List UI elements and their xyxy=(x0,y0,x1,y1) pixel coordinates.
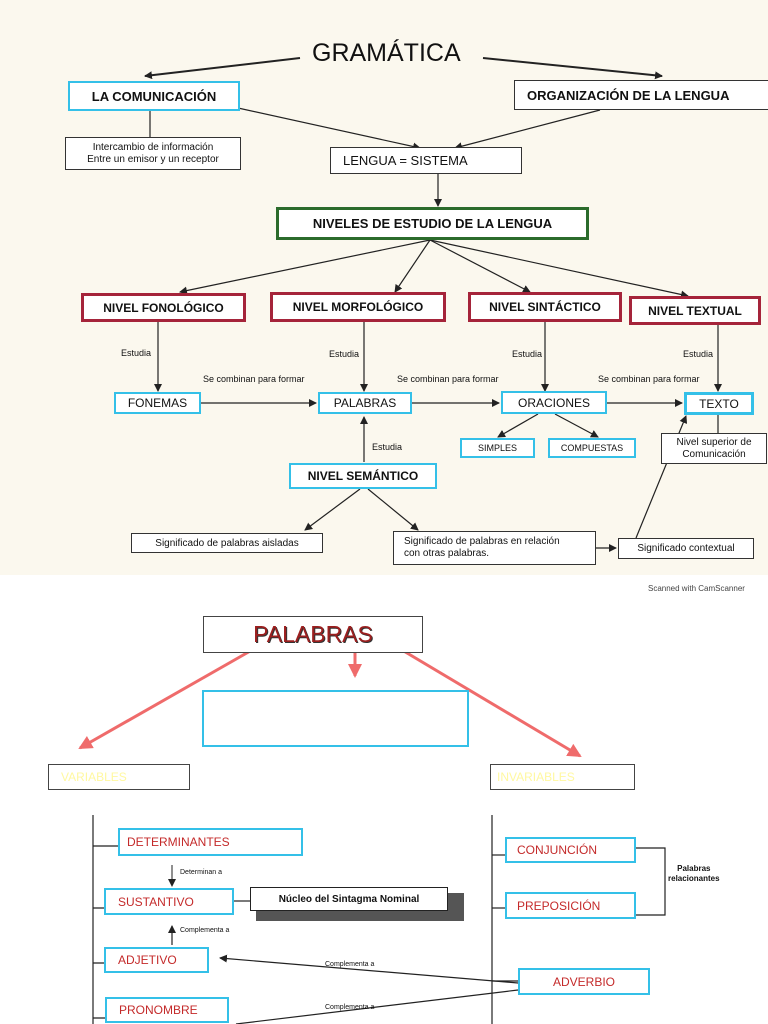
intercambio-line2: Entre un emisor y un receptor xyxy=(87,153,219,165)
preposicion-box: PREPOSICIÓN xyxy=(505,892,636,919)
nivel-fonologico-box: NIVEL FONOLÓGICO xyxy=(81,293,246,322)
palabras-relacionantes-label: Palabras relacionantes xyxy=(668,864,720,884)
organizacion-lengua-box: ORGANIZACIÓN DE LA LENGUA xyxy=(514,80,768,110)
pronombre-box: PRONOMBRE xyxy=(105,997,229,1023)
significado-relacion-box: Significado de palabras en relación con … xyxy=(393,531,596,565)
significado-relacion-line1: Significado de palabras en relación xyxy=(404,536,560,547)
lengua-sistema-box: LENGUA = SISTEMA xyxy=(330,147,522,174)
significado-contextual-box: Significado contextual xyxy=(618,538,754,559)
complementa-a-label-2: Complementa a xyxy=(325,961,375,968)
empty-cyan-box xyxy=(202,690,469,747)
niveles-estudio-box: NIVELES DE ESTUDIO DE LA LENGUA xyxy=(276,207,589,240)
nivel-superior-line2: Comunicación xyxy=(682,448,746,460)
palabras-title: PALABRAS xyxy=(253,621,373,647)
determinan-a-label: Determinan a xyxy=(180,869,223,876)
estudia-label-1: Estudia xyxy=(121,348,152,358)
significado-aisladas-box: Significado de palabras aisladas xyxy=(131,533,323,553)
la-comunicacion-box: LA COMUNICACIÓN xyxy=(68,81,240,111)
combinan-label-3: Se combinan para formar xyxy=(598,374,700,384)
simples-box: SIMPLES xyxy=(460,438,535,458)
nivel-superior-line1: Nivel superior de xyxy=(676,436,752,448)
estudia-label-semantico: Estudia xyxy=(372,442,403,452)
nivel-superior-box: Nivel superior de Comunicación xyxy=(661,433,767,464)
intercambio-line1: Intercambio de información xyxy=(92,141,214,153)
adverbio-box: ADVERBIO xyxy=(518,968,650,995)
nivel-morfologico-box: NIVEL MORFOLÓGICO xyxy=(270,292,446,322)
variables-box: VARIABLES xyxy=(48,764,190,790)
complementa-a-label-3: Complementa a xyxy=(325,1004,375,1011)
combinan-label-2: Se combinan para formar xyxy=(397,374,499,384)
oraciones-box: ORACIONES xyxy=(501,391,607,414)
significado-relacion-line2: con otras palabras. xyxy=(404,548,490,559)
nucleo-box: Núcleo del Sintagma Nominal xyxy=(250,887,448,911)
complementa-a-label-1: Complementa a xyxy=(180,927,230,934)
compuestas-box: COMPUESTAS xyxy=(548,438,636,458)
nivel-sintactico-box: NIVEL SINTÁCTICO xyxy=(468,292,622,322)
fonemas-box: FONEMAS xyxy=(114,392,201,414)
adjetivo-box: ADJETIVO xyxy=(104,947,209,973)
camscanner-watermark: Scanned with CamScanner xyxy=(648,584,745,593)
palabras-box: PALABRAS xyxy=(318,392,412,414)
combinan-label-1: Se combinan para formar xyxy=(203,374,305,384)
texto-box: TEXTO xyxy=(684,392,754,415)
intercambio-box: Intercambio de información Entre un emis… xyxy=(65,137,241,170)
conjuncion-box: CONJUNCIÓN xyxy=(505,837,636,863)
palabras-relacionantes-line1: Palabras xyxy=(677,864,711,873)
nivel-semantico-box: NIVEL SEMÁNTICO xyxy=(289,463,437,489)
palabras-title-box: PALABRAS xyxy=(203,616,423,653)
estudia-label-4: Estudia xyxy=(683,349,714,359)
palabras-relacionantes-line2: relacionantes xyxy=(668,874,720,883)
determinantes-box: DETERMINANTES xyxy=(118,828,303,856)
gramatica-title: GRAMÁTICA xyxy=(312,39,461,67)
invariables-box: INVARIABLES xyxy=(490,764,635,790)
nivel-textual-box: NIVEL TEXTUAL xyxy=(629,296,761,325)
estudia-label-3: Estudia xyxy=(512,349,543,359)
estudia-label-2: Estudia xyxy=(329,349,360,359)
sustantivo-box: SUSTANTIVO xyxy=(104,888,234,915)
